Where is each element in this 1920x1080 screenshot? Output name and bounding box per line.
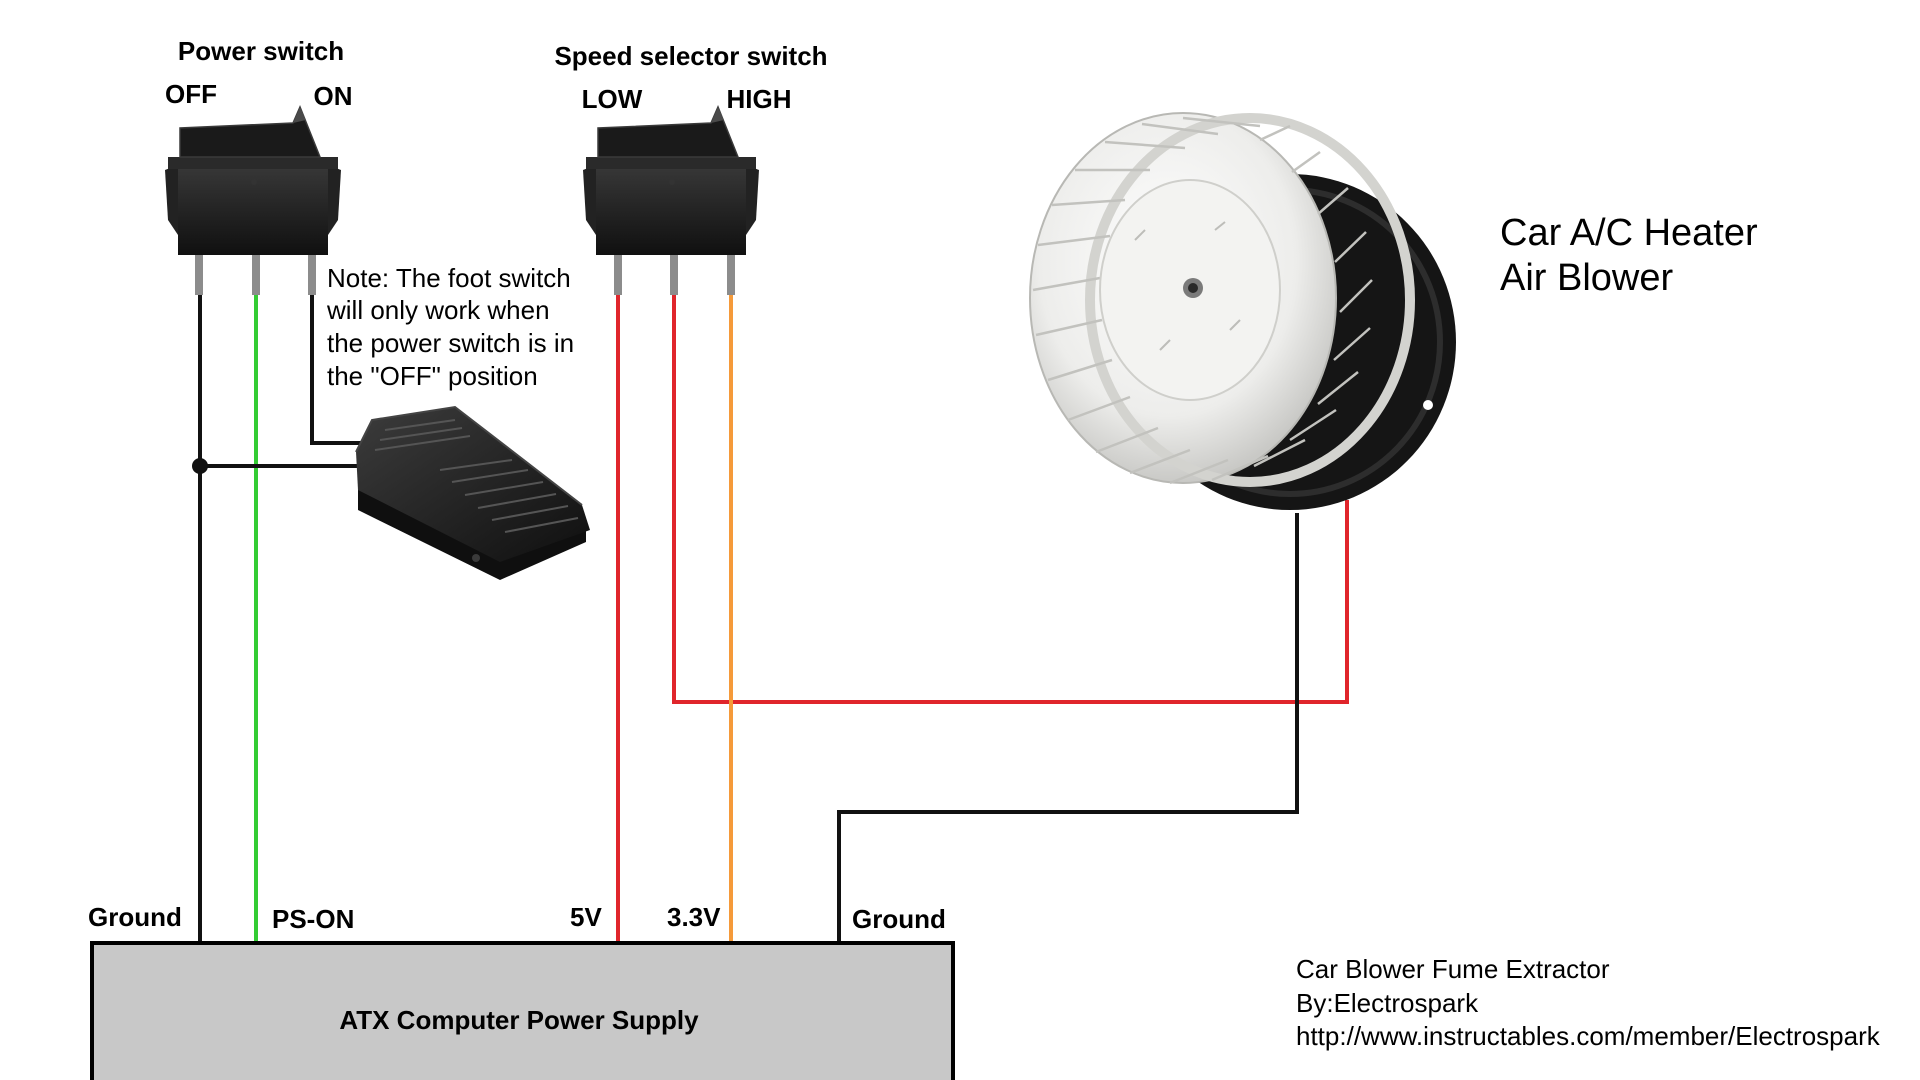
credits: Car Blower Fume Extractor By:Electrospar… — [1296, 954, 1881, 1051]
credits-line: Car Blower Fume Extractor — [1296, 954, 1610, 984]
wire-foot-switch-signal — [310, 290, 368, 445]
rocker-switch-icon — [165, 105, 341, 295]
speed-switch-title: Speed selector switch — [554, 41, 827, 71]
speed-switch-high-label: HIGH — [727, 84, 792, 114]
blower-fan-icon — [1029, 112, 1456, 515]
speed-selector-switch[interactable] — [583, 105, 759, 295]
atx-power-supply: ATX Computer Power Supply — [90, 941, 955, 1080]
note-line: the power switch is in — [327, 328, 574, 358]
foot-switch[interactable] — [355, 405, 590, 580]
power-switch-title: Power switch — [178, 36, 344, 66]
note-line: the "OFF" position — [327, 361, 538, 391]
pin-label-ground-right: Ground — [852, 904, 946, 934]
junction-dot-icon — [192, 458, 208, 474]
pin-label-5v: 5V — [570, 902, 602, 932]
power-switch-off-label: OFF — [165, 79, 217, 109]
foot-pedal-icon — [355, 405, 590, 580]
impeller-blades — [1032, 116, 1373, 485]
psu-box — [90, 941, 955, 1080]
blower-title-line: Car A/C Heater — [1500, 212, 1758, 254]
wires — [198, 290, 1349, 943]
note-line: Note: The foot switch — [327, 263, 571, 293]
pin-label-ps-on: PS-ON — [272, 904, 354, 934]
power-switch[interactable] — [165, 105, 341, 295]
rocker-switch-icon — [583, 105, 759, 295]
note-line: will only work when — [326, 295, 550, 325]
pin-label-ground-left: Ground — [88, 902, 182, 932]
speed-switch-low-label: LOW — [582, 84, 643, 114]
foot-switch-note: Note: The foot switch will only work whe… — [326, 263, 574, 391]
pin-label-3-3v: 3.3V — [667, 902, 721, 932]
blower-title: Car A/C Heater Air Blower — [1500, 212, 1758, 299]
credits-line: http://www.instructables.com/member/Elec… — [1296, 1021, 1881, 1051]
wire-blower-ground — [837, 513, 1299, 943]
wire-speed-to-blower — [672, 290, 1349, 704]
car-blower[interactable] — [1029, 112, 1456, 515]
blower-title-line: Air Blower — [1500, 257, 1673, 299]
credits-line: By:Electrospark — [1296, 988, 1479, 1018]
psu-title: ATX Computer Power Supply — [339, 1005, 699, 1035]
power-switch-on-label: ON — [314, 81, 353, 111]
